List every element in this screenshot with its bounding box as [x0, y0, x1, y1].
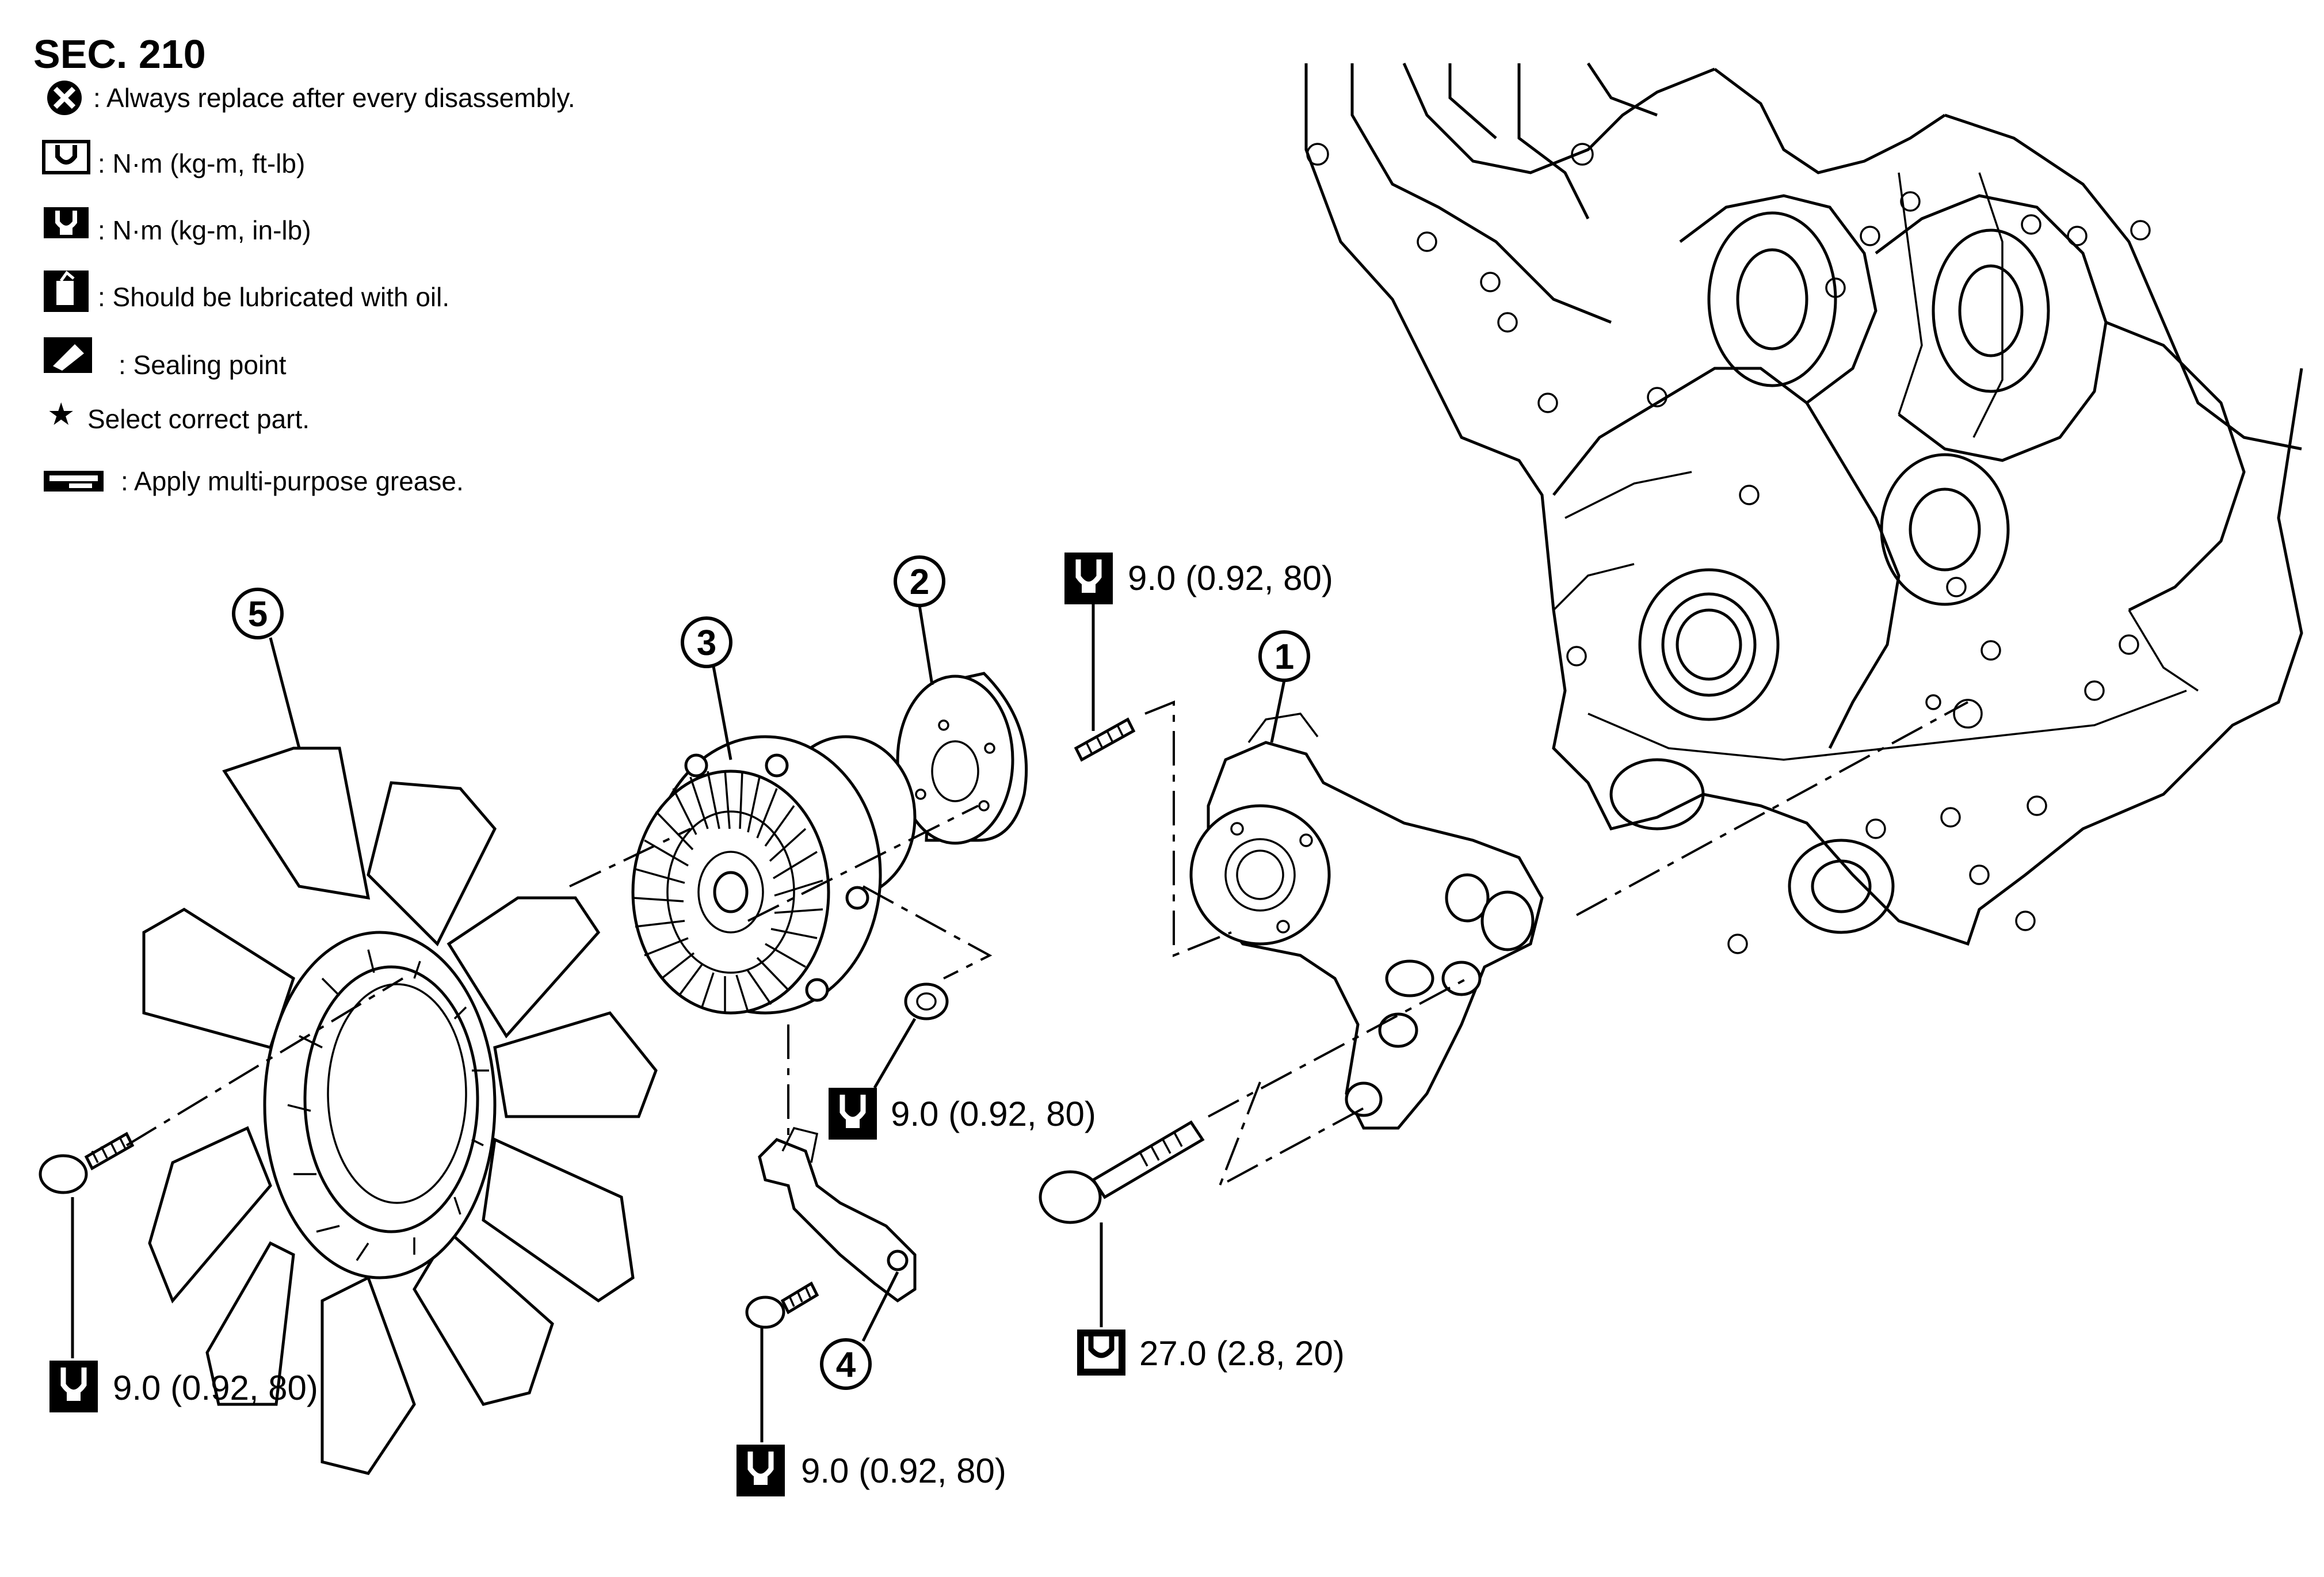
torque-label-nut: 9.0 (0.92, 80): [829, 1018, 1096, 1140]
water-pump-pulley: [896, 672, 1028, 845]
fan-bolt: [39, 1132, 135, 1194]
fan-coupling: [631, 735, 917, 1015]
legend-item-select: ★ Select correct part.: [47, 396, 310, 434]
assembly-lines: [125, 700, 1968, 1189]
section-title: SEC. 210: [33, 32, 206, 77]
bracket-long-bolt: [1039, 1120, 1205, 1224]
svg-text:27.0 (2.8, 20): 27.0 (2.8, 20): [1139, 1334, 1345, 1373]
torque-inlb-icon: [1064, 553, 1113, 604]
svg-text:1: 1: [1274, 637, 1294, 677]
oil-can-icon: [44, 271, 89, 312]
torque-label-fan-bolt: 9.0 (0.92, 80): [49, 1197, 318, 1412]
torque-ftlb-icon: [1077, 1330, 1125, 1376]
fan-bracket: [1189, 713, 1544, 1130]
torque-inlb-icon: [829, 1088, 877, 1140]
callout-5: 5: [232, 588, 301, 749]
stud: [1074, 717, 1136, 762]
coupling-fins: [632, 770, 823, 1013]
grease-icon: [44, 471, 104, 492]
callout-1: 1: [1258, 630, 1310, 743]
svg-text:4: 4: [836, 1345, 856, 1385]
torque-inlb-icon: [49, 1361, 98, 1412]
torque-label-long-bolt: 27.0 (2.8, 20): [1077, 1222, 1345, 1376]
legend-text: : Should be lubricated with oil.: [98, 282, 449, 312]
callout-4: 4: [820, 1271, 899, 1390]
legend-text: Select correct part.: [87, 404, 310, 434]
legend-text: : Sealing point: [119, 350, 287, 380]
torque-inlb-icon: [736, 1445, 785, 1496]
legend-item-torque-ftlb: : N·m (kg-m, ft-lb): [42, 140, 305, 178]
legend-text: : Apply multi-purpose grease.: [121, 466, 464, 496]
svg-text:9.0 (0.92, 80): 9.0 (0.92, 80): [113, 1369, 318, 1407]
svg-text:9.0 (0.92, 80): 9.0 (0.92, 80): [1128, 559, 1333, 597]
legend-item-replace: : Always replace after every disassembly…: [47, 81, 575, 115]
legend-text: : N·m (kg-m, in-lb): [98, 215, 311, 245]
svg-text:9.0 (0.92, 80): 9.0 (0.92, 80): [801, 1452, 1006, 1490]
torque-ftlb-icon: [42, 140, 90, 174]
svg-text:2: 2: [910, 562, 929, 602]
torque-inlb-icon: [44, 207, 89, 238]
always-replace-icon: [47, 81, 82, 115]
nut: [904, 982, 949, 1020]
legend-item-torque-inlb: : N·m (kg-m, in-lb): [44, 207, 311, 245]
legend-item-oil: : Should be lubricated with oil.: [44, 271, 449, 312]
torque-label-bracket-bolt: 9.0 (0.92, 80): [736, 1327, 1006, 1496]
bracket-bolt: [745, 1281, 819, 1329]
legend-text: : N·m (kg-m, ft-lb): [98, 148, 305, 178]
legend-item-grease: : Apply multi-purpose grease.: [44, 466, 464, 496]
svg-text:5: 5: [248, 595, 268, 634]
callout-2: 2: [894, 555, 945, 685]
sealing-point-icon: [44, 337, 92, 373]
engine-block: [1304, 62, 2303, 954]
bracket: [758, 1126, 917, 1303]
legend-item-sealing: : Sealing point: [44, 337, 287, 380]
star-icon: ★: [47, 396, 75, 432]
svg-text:3: 3: [697, 623, 716, 663]
cooling-fan: [142, 746, 658, 1475]
torque-label-stud: 9.0 (0.92, 80): [1064, 553, 1333, 731]
callout-3: 3: [681, 616, 732, 760]
legend-text: : Always replace after every disassembly…: [93, 83, 575, 113]
svg-text:9.0 (0.92, 80): 9.0 (0.92, 80): [891, 1095, 1096, 1133]
